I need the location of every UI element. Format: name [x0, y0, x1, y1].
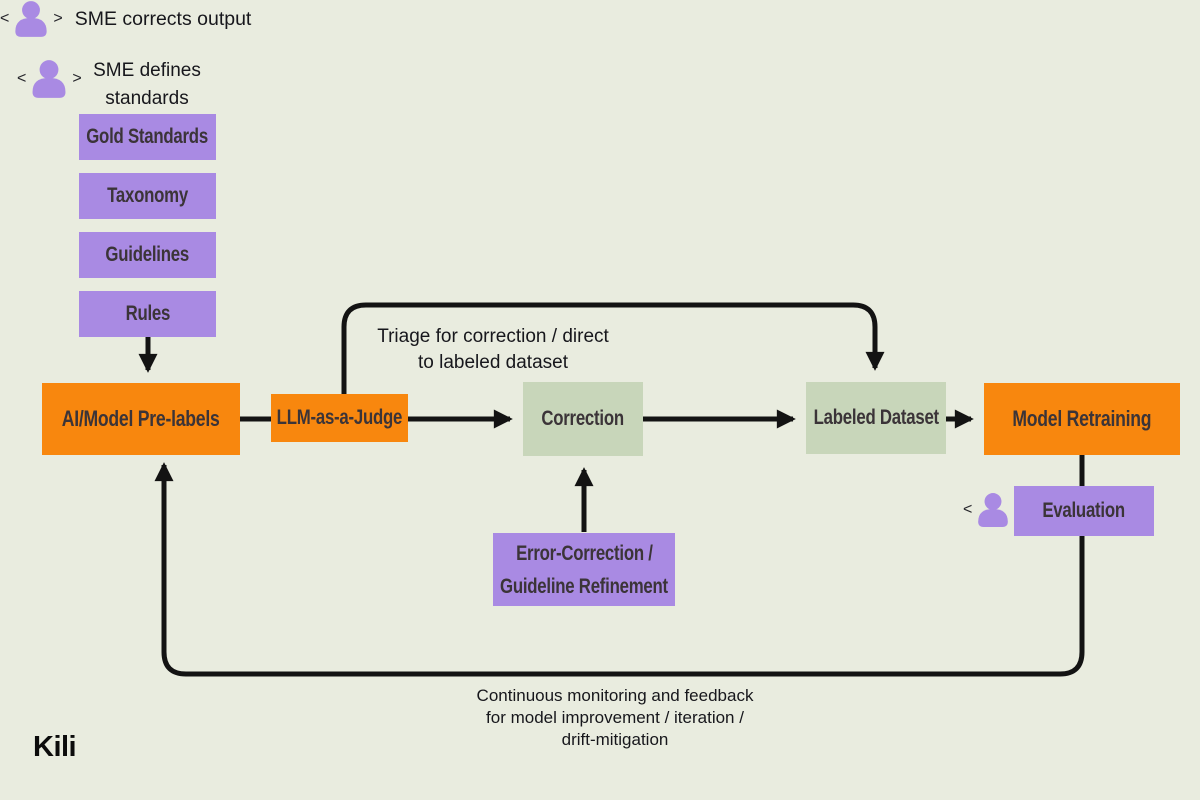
node-ai-model-prelabels: AI/Model Pre-labels [42, 383, 240, 455]
feedback-line3: drift-mitigation [561, 730, 669, 749]
feedback-line2: for model improvement / iteration / [486, 708, 744, 727]
node-label: Model Retraining [1012, 406, 1152, 431]
node-label: Correction [541, 407, 625, 430]
node-guidelines: Guidelines [79, 232, 216, 278]
sme-defines-line2: standards [105, 88, 189, 109]
bracket-left: < [17, 70, 27, 87]
person-icon [32, 60, 66, 98]
node-label: Labeled Dataset [813, 406, 939, 429]
arrow-triage-bypass [341, 302, 885, 394]
node-label: Guidelines [105, 243, 190, 266]
triage-annotation: Triage for correction / direct to labele… [348, 324, 638, 376]
node-label: Gold Standards [86, 125, 209, 148]
sme-corrects-annotation: < > SME corrects output [0, 0, 1200, 38]
node-label-line1: Error-Correction / [515, 541, 653, 565]
node-label: LLM-as-a-Judge [276, 406, 403, 429]
node-rules: Rules [79, 291, 216, 337]
triage-line1: Triage for correction / direct [377, 326, 609, 347]
person-icon [978, 493, 1009, 527]
node-model-retraining: Model Retraining [984, 383, 1180, 455]
evaluation-person-icon: < > [963, 492, 1024, 528]
arrow-feedback-loop [154, 455, 1085, 677]
node-taxonomy: Taxonomy [79, 173, 216, 219]
bracket-left: < [0, 10, 10, 27]
node-label: Rules [125, 302, 170, 325]
node-label-line2: Guideline Refinement [500, 574, 668, 598]
node-label: AI/Model Pre-labels [62, 406, 220, 431]
bracket-right: > [72, 70, 82, 87]
node-labeled-dataset: Labeled Dataset [806, 382, 946, 454]
sme-defines-caption: SME defines standards [72, 57, 222, 113]
sme-corrects-person-icon: < > [0, 0, 63, 38]
node-label: Evaluation [1042, 499, 1126, 522]
person-icon [15, 1, 47, 37]
node-evaluation: Evaluation [1014, 486, 1154, 536]
kili-logo: Kili [33, 731, 77, 763]
node-correction: Correction [523, 382, 643, 456]
feedback-annotation: Continuous monitoring and feedback for m… [415, 685, 815, 751]
node-gold-standards: Gold Standards [79, 114, 216, 160]
node-error-correction: Error-Correction / Guideline Refinement [493, 533, 675, 606]
sme-corrects-label: SME corrects output [74, 7, 252, 30]
feedback-line1: Continuous monitoring and feedback [476, 686, 754, 705]
sme-defines-person-icon: < > [17, 59, 82, 99]
bracket-right: > [53, 10, 63, 27]
node-label: Taxonomy [107, 184, 188, 207]
node-llm-as-a-judge: LLM-as-a-Judge [271, 394, 408, 442]
triage-line2: to labeled dataset [417, 352, 568, 373]
bracket-left: < [963, 501, 973, 518]
sme-defines-line1: SME defines [93, 60, 201, 81]
